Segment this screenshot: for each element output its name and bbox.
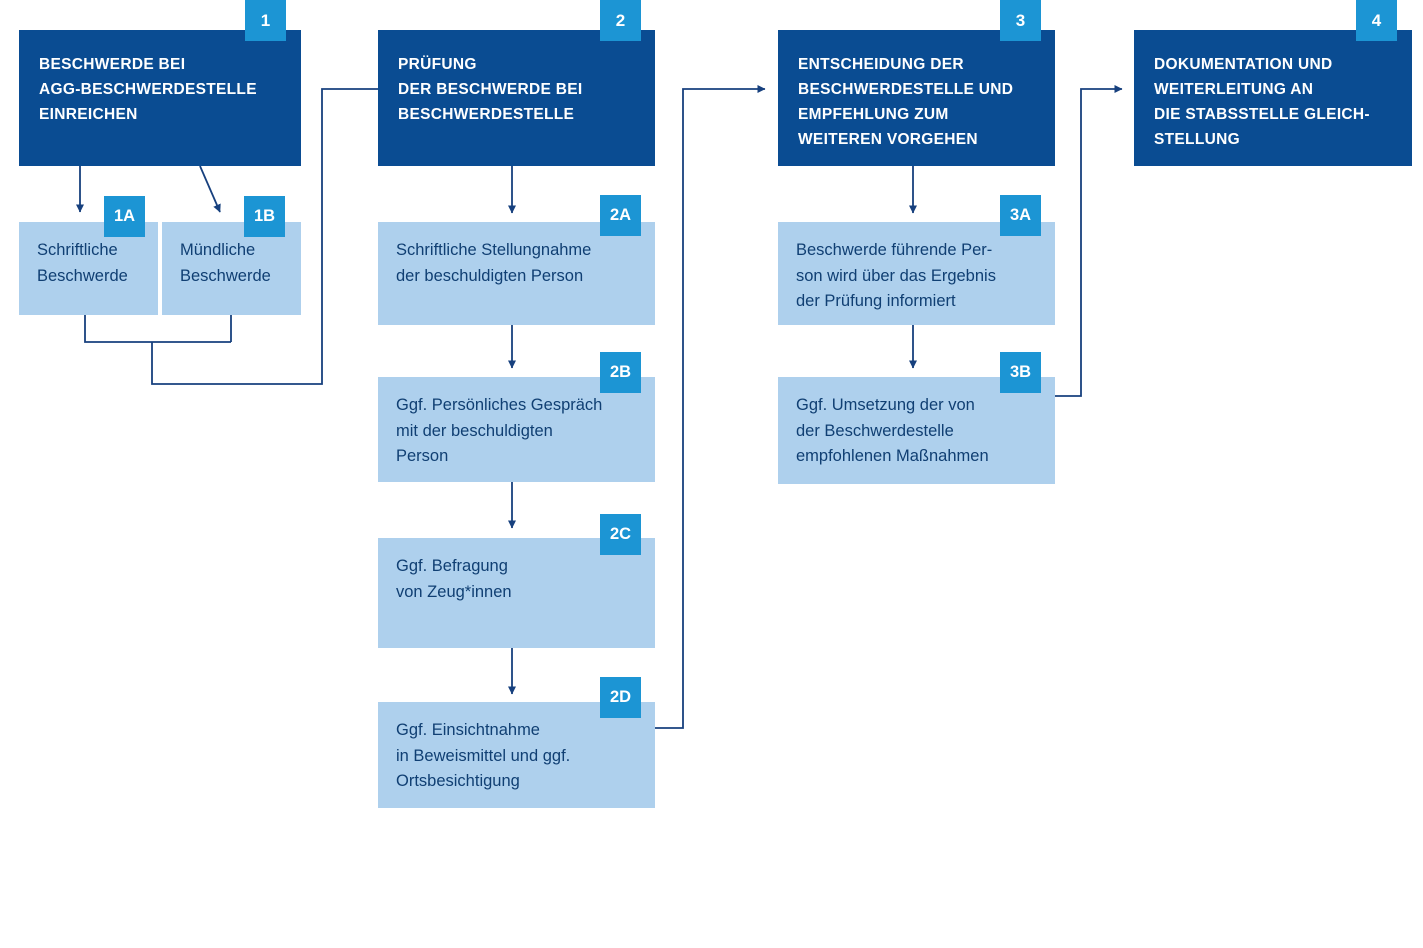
step-3B-box[interactable]: Ggf. Umsetzung der von der Beschwerdeste… xyxy=(778,377,1055,484)
step-1B-line-1: Mündliche xyxy=(180,241,256,259)
step-2D-box[interactable]: Ggf. Einsichtnahme in Beweismittel und g… xyxy=(378,702,655,808)
step-2A-line-1: Schriftliche Stellungnahme xyxy=(396,241,592,259)
step-3-header-line-3: EMPFEHLUNG ZUM xyxy=(798,106,949,123)
step-1A-box[interactable]: Schriftliche Beschwerde xyxy=(19,222,158,315)
step-1B-line-2: Beschwerde xyxy=(180,266,271,285)
step-2D-line-3: Ortsbesichtigung xyxy=(396,772,520,790)
step-2-header-line-1: PRÜFUNG xyxy=(398,56,477,73)
step-4-header-line-4: STELLUNG xyxy=(1154,131,1240,148)
step-1A-line-1: Schriftliche xyxy=(37,241,118,259)
step-2A-box[interactable]: Schriftliche Stellungnahme der beschuldi… xyxy=(378,222,655,325)
step-2C-line-1: Ggf. Befragung xyxy=(396,557,508,575)
connector-1A-merge xyxy=(84,315,231,343)
step-4-header-line-3: DIE STABSSTELLE GLEICH- xyxy=(1154,106,1370,123)
step-1-badge: 1 xyxy=(245,0,286,41)
step-1B-badge: 1B xyxy=(244,196,285,237)
step-2B-line-3: Person xyxy=(396,447,449,465)
step-4-header[interactable]: DOKUMENTATION UND WEITERLEITUNG AN DIE S… xyxy=(1134,30,1412,166)
step-2D-line-2: in Beweismittel und ggf. xyxy=(396,746,571,765)
step-3B-line-3: empfohlenen Maßnahmen xyxy=(796,447,989,465)
step-3B-badge: 3B xyxy=(1000,352,1041,393)
step-1-header-line-2: AGG-BESCHWERDESTELLE xyxy=(39,81,257,98)
step-3A-badge: 3A xyxy=(1000,195,1041,236)
step-2D-line-1: Ggf. Einsichtnahme xyxy=(396,721,540,739)
step-3-header-line-2: BESCHWERDESTELLE UND xyxy=(798,81,1014,98)
step-3-badge: 3 xyxy=(1000,0,1041,41)
step-1A-line-2: Beschwerde xyxy=(37,266,128,285)
step-1-header-line-1: BESCHWERDE BEI xyxy=(39,56,186,73)
step-2A-line-2: der beschuldigten Person xyxy=(396,266,584,285)
step-3-header[interactable]: ENTSCHEIDUNG DER BESCHWERDESTELLE UND EM… xyxy=(778,30,1055,166)
step-2B-line-2: mit der beschuldigten xyxy=(396,421,553,440)
step-1-header-line-3: EINREICHEN xyxy=(39,106,138,123)
connector-col3-to-4 xyxy=(1055,85,1123,397)
step-4-badge: 4 xyxy=(1356,0,1397,41)
step-3A-box[interactable]: Beschwerde führende Per- son wird über d… xyxy=(778,222,1055,325)
step-3-header-line-1: ENTSCHEIDUNG DER xyxy=(798,56,964,73)
step-2-badge: 2 xyxy=(600,0,641,41)
step-3A-line-2: son wird über das Ergebnis xyxy=(796,266,996,285)
step-1A-badge: 1A xyxy=(104,196,145,237)
step-2B-box[interactable]: Ggf. Persönliches Gespräch mit der besch… xyxy=(378,377,655,482)
step-2C-box[interactable]: Ggf. Befragung von Zeug*innen xyxy=(378,538,655,648)
step-4-header-line-2: WEITERLEITUNG AN xyxy=(1154,81,1314,98)
step-3A-line-3: der Prüfung informiert xyxy=(796,292,956,310)
step-2B-line-1: Ggf. Persönliches Gespräch xyxy=(396,396,603,414)
step-2-header-line-3: BESCHWERDESTELLE xyxy=(398,106,575,123)
step-2C-line-2: von Zeug*innen xyxy=(396,582,512,601)
step-2B-badge: 2B xyxy=(600,352,641,393)
step-2-header-line-2: DER BESCHWERDE BEI xyxy=(398,81,583,98)
connector-1-to-1B xyxy=(199,165,221,213)
step-3B-line-2: der Beschwerdestelle xyxy=(796,421,954,440)
step-3B-line-1: Ggf. Umsetzung der von xyxy=(796,396,975,414)
step-2D-badge: 2D xyxy=(600,677,641,718)
step-3-header-line-4: WEITEREN VORGEHEN xyxy=(798,131,978,148)
connector-col2-to-3 xyxy=(655,85,766,729)
step-2A-badge: 2A xyxy=(600,195,641,236)
step-1-header[interactable]: BESCHWERDE BEI AGG-BESCHWERDESTELLE EINR… xyxy=(19,30,301,166)
step-2-header[interactable]: PRÜFUNG DER BESCHWERDE BEI BESCHWERDESTE… xyxy=(378,30,655,166)
step-2C-badge: 2C xyxy=(600,514,641,555)
step-3A-line-1: Beschwerde führende Per- xyxy=(796,241,993,259)
step-4-header-line-1: DOKUMENTATION UND xyxy=(1154,56,1333,73)
